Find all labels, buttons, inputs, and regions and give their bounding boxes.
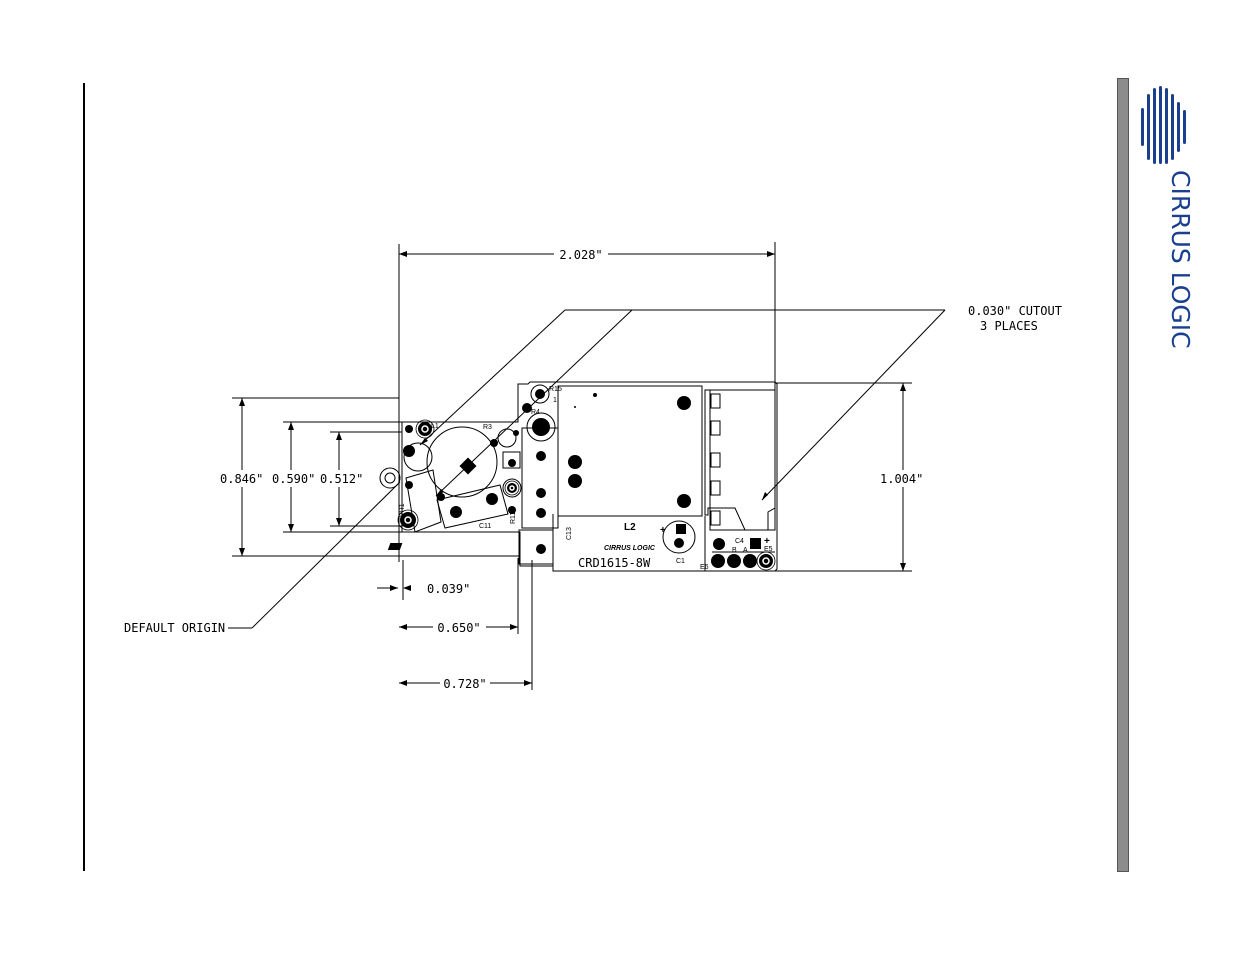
ref-e5: E5	[764, 546, 773, 553]
dim-cutout-line1: 0.030" CUTOUT	[968, 304, 1062, 318]
dim-height-0590: 0.590"	[272, 472, 315, 486]
ref-c13: C13	[566, 527, 573, 540]
ref-r3: R3	[483, 424, 492, 431]
ref-r15: R15	[549, 386, 562, 393]
ref-b: B	[732, 547, 737, 554]
ref-1: 1	[553, 397, 557, 404]
dim-height-1004: 1.004"	[880, 472, 923, 486]
pcb-pads	[388, 389, 773, 568]
ref-r11: R11	[510, 512, 517, 524]
ref-c1: C1	[676, 558, 685, 565]
dim-overall-width: 2.028"	[559, 248, 602, 262]
ref-r4: R4	[531, 409, 540, 416]
ref-e6: E6	[700, 564, 709, 571]
dim-offset-0650: 0.650"	[437, 621, 480, 635]
board-name: CRD1615-8W	[578, 556, 651, 570]
default-origin-label: DEFAULT ORIGIN	[124, 621, 225, 635]
ref-a: A	[743, 547, 748, 554]
dim-cutout-line2: 3 PLACES	[980, 319, 1038, 333]
ref-c11: C11	[479, 523, 491, 530]
ref-c4: C4	[735, 538, 744, 545]
dim-height-0512: 0.512"	[320, 472, 363, 486]
ref-l2: L2	[624, 522, 636, 533]
dim-height-0846: 0.846"	[220, 472, 263, 486]
ref-plus-c1: +	[660, 525, 666, 536]
ref-vr1: VR1	[399, 503, 406, 517]
ref-l1: L1	[431, 423, 439, 430]
board-logo-text: CIRRUS LOGIC	[604, 545, 656, 552]
dim-offset-0728: 0.728"	[443, 677, 486, 691]
dim-offset-0039: 0.039"	[427, 582, 470, 596]
